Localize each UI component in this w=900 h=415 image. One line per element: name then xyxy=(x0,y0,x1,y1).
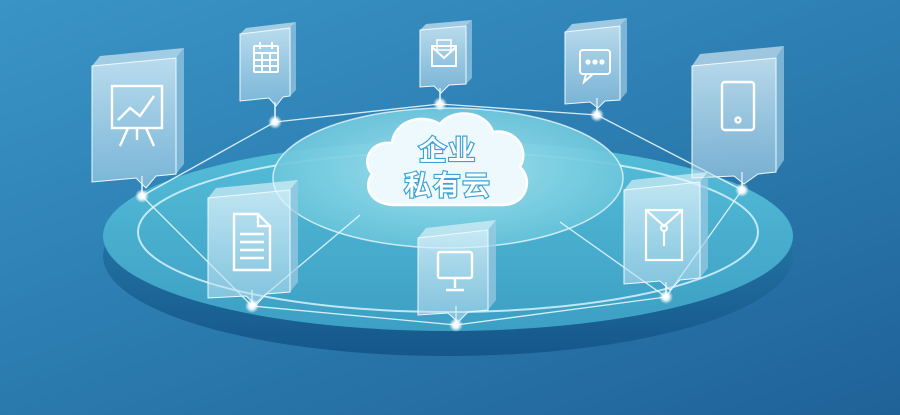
chat-bubble-icon xyxy=(579,49,611,85)
tile-calendar xyxy=(239,22,296,122)
tile-presentation xyxy=(91,48,184,196)
enterprise-cloud: 企业 私有云 xyxy=(366,112,529,207)
network-nodes xyxy=(135,97,749,332)
envelope-icon xyxy=(431,39,457,67)
tablet-icon xyxy=(720,80,756,132)
monitor-icon xyxy=(436,250,474,292)
cloud-label-line2: 私有云 xyxy=(405,171,492,202)
tile-file-folder xyxy=(623,172,708,297)
tile-tablet xyxy=(691,46,784,190)
cloud-label-line1: 企业 xyxy=(419,135,477,167)
tile-document xyxy=(207,180,298,306)
document-icon xyxy=(232,212,272,272)
tile-chat xyxy=(564,18,627,115)
file-folder-icon xyxy=(644,208,684,262)
calendar-icon xyxy=(253,42,279,73)
presentation-chart-icon xyxy=(110,84,164,147)
tile-envelope xyxy=(419,20,472,104)
tile-monitor xyxy=(417,220,496,325)
